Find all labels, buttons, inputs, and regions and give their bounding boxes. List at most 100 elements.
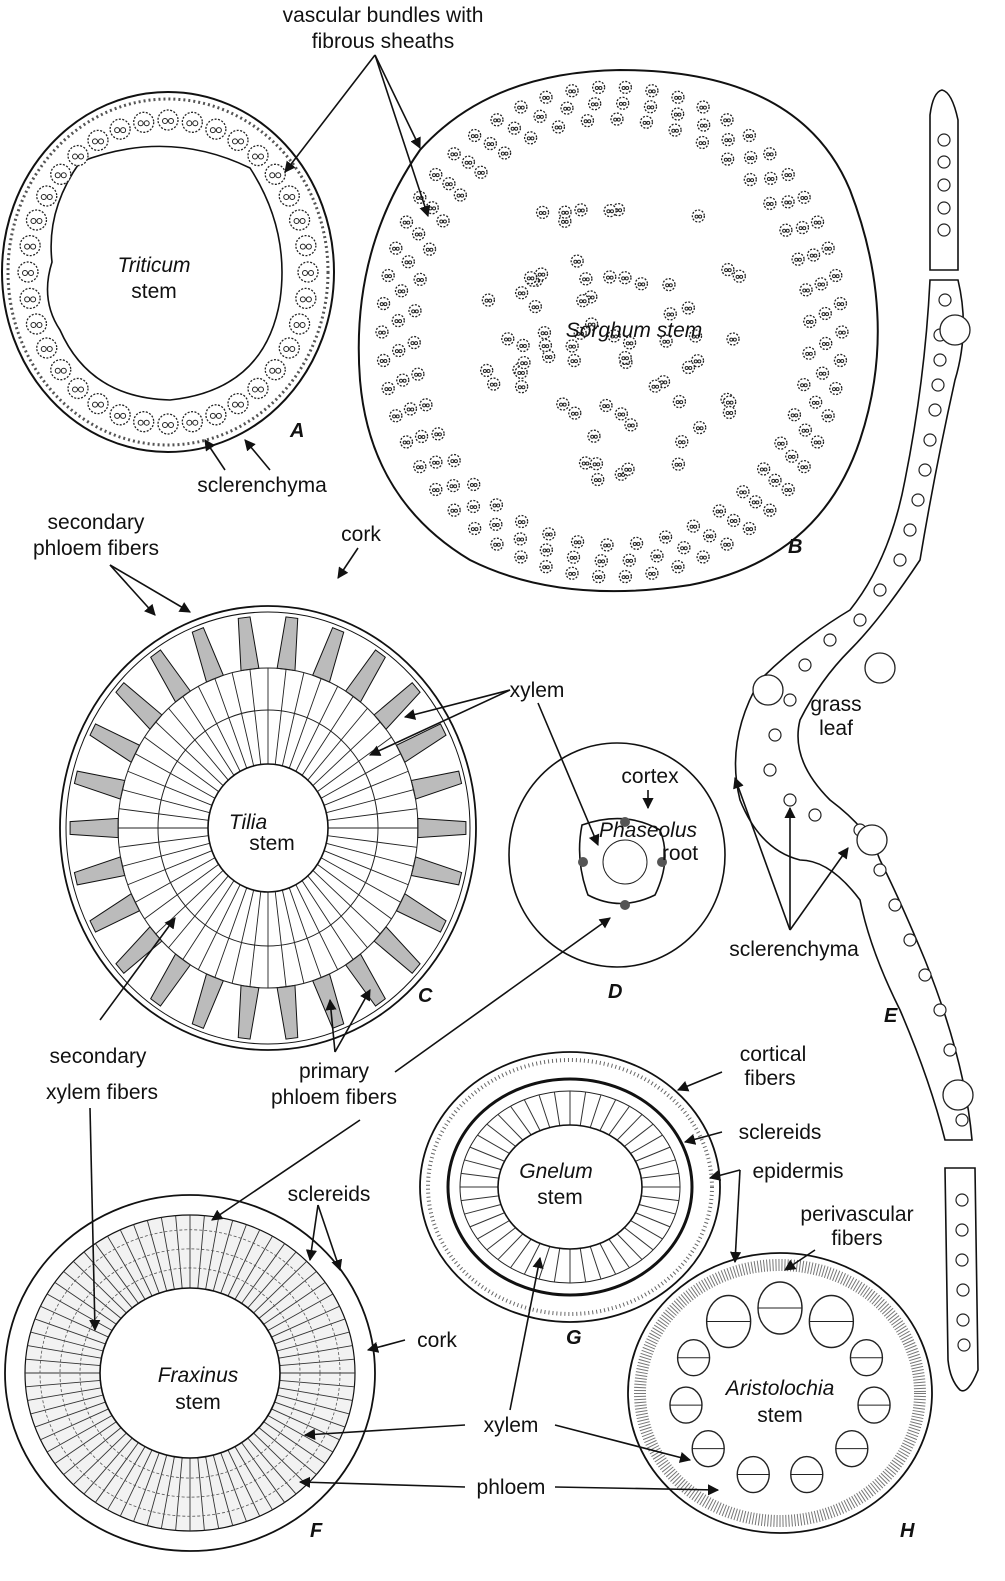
bundle-vessel — [661, 535, 666, 540]
bundle-vessel — [610, 334, 615, 339]
vascular-bundle — [668, 123, 682, 137]
bundle-vessel — [60, 367, 67, 374]
bundle-vessel — [677, 112, 682, 117]
vascular-bundle — [809, 395, 823, 409]
vascular-bundle — [723, 395, 737, 409]
vascular-bundle — [481, 293, 496, 307]
bundle-vessel — [784, 200, 789, 205]
bundle-vessel — [299, 243, 306, 250]
bundle-vessel — [28, 270, 34, 276]
bundle-sheath — [157, 413, 179, 435]
xylem-ray — [327, 808, 417, 821]
xylem-file — [624, 1227, 654, 1251]
vascular-bundle — [650, 549, 664, 563]
bundle-vessel — [800, 465, 805, 470]
vascular-bundle — [697, 118, 711, 132]
xylem-file — [608, 1105, 630, 1136]
bundle-vessel — [186, 419, 193, 426]
bundle-vessel — [517, 385, 522, 390]
xylem-ray — [197, 884, 241, 970]
vascular-bundle — [774, 436, 788, 450]
bundle-vessel — [729, 519, 734, 524]
radial-file — [94, 1442, 139, 1503]
xylem-ray — [326, 789, 414, 814]
leaf-cell — [783, 793, 797, 807]
vascular-bundle — [791, 252, 805, 266]
bundle-vessel — [500, 151, 505, 156]
bundle-sheath — [67, 377, 89, 400]
radial-file — [258, 1271, 317, 1319]
vascular-bundle — [264, 163, 286, 185]
bundle-vessel — [606, 543, 611, 548]
bundle-vessel — [429, 247, 434, 252]
xylem-ray — [144, 736, 219, 793]
bundle-vessel — [832, 387, 837, 392]
vascular-bundle — [489, 498, 504, 512]
vascular-bundle — [227, 392, 249, 415]
bundle-vessel — [402, 378, 407, 383]
radial-file — [30, 1331, 104, 1352]
bundle-vessel — [805, 288, 810, 293]
bundle-vessel — [727, 157, 732, 162]
radial-file — [25, 1358, 101, 1367]
vascular-bundle — [570, 535, 585, 549]
xylem-file — [497, 1114, 524, 1141]
bundle-vessel — [299, 296, 306, 303]
vascular-bundle — [614, 407, 629, 421]
bundle-vessel — [419, 465, 424, 470]
bundle-vessel — [98, 401, 104, 408]
bundle-vessel — [625, 575, 630, 580]
radial-file — [274, 1401, 346, 1428]
bundle-vessel — [624, 356, 629, 361]
bundle-vessel — [766, 202, 771, 207]
bundle-vessel — [684, 306, 689, 311]
bundle-vessel — [453, 152, 458, 157]
bundle-sheath — [205, 118, 227, 140]
bundle-vessel — [695, 426, 700, 431]
bundle-vessel — [432, 488, 437, 493]
label-phaseolus: Phaseolus — [599, 819, 698, 842]
xylem-file — [635, 1212, 671, 1228]
bundle-vessel — [678, 462, 683, 467]
vascular-bundle — [576, 294, 590, 308]
panel-letter-g: G — [566, 1327, 582, 1349]
bundle-sheath — [87, 392, 109, 415]
leaf-cell — [955, 1223, 969, 1237]
bundle-vessel — [439, 219, 444, 224]
bundle-vessel — [803, 195, 808, 200]
bundle-vessel — [671, 128, 676, 133]
bundle-vessel — [544, 355, 549, 360]
phaseolus-root-section — [508, 742, 726, 968]
xylem-file — [510, 1105, 532, 1136]
leaf-cell — [955, 1193, 969, 1207]
bundle-vessel — [677, 95, 682, 100]
bundle-vessel — [564, 210, 569, 215]
vascular-bundle — [696, 550, 710, 564]
leaf-cell — [873, 583, 887, 597]
bundle-vessel — [523, 361, 528, 366]
vascular-bundle — [795, 220, 810, 235]
bundle-vessel — [517, 291, 522, 296]
bundle-vessel — [401, 289, 406, 294]
vascular-bundle — [814, 277, 828, 291]
bundle-vessel — [838, 330, 843, 335]
vascular-bundle — [643, 100, 658, 114]
bundle-vessel — [811, 400, 816, 405]
bundle-vessel — [162, 118, 168, 124]
bundle-sheath — [227, 392, 249, 415]
bundle-vessel — [836, 302, 841, 307]
radial-file — [73, 1432, 127, 1486]
bundle-vessel — [416, 465, 421, 470]
bundle-vessel — [817, 282, 822, 287]
bundle-vessel — [520, 361, 525, 366]
bundle-vessel — [474, 134, 479, 139]
xylem-ray — [323, 770, 409, 806]
bundle-vessel — [417, 435, 422, 440]
vascular-bundle — [686, 519, 701, 533]
bundle-vessel — [815, 400, 820, 405]
bundle-vessel — [705, 534, 710, 539]
vascular-bundle — [157, 109, 179, 131]
vascular-bundle — [742, 521, 756, 536]
bundle-vessel — [597, 559, 602, 564]
vascular-bundle — [391, 313, 405, 328]
